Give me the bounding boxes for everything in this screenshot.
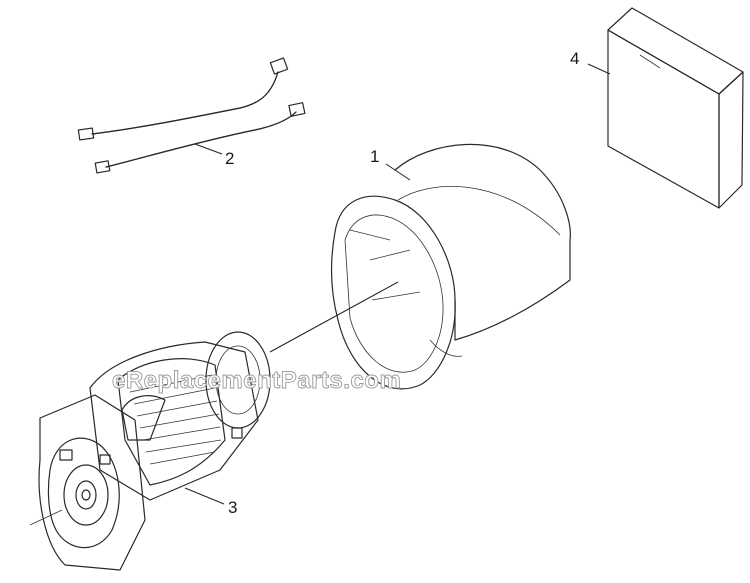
callout-1-label: 1 [370, 147, 379, 166]
callout-3-label: 3 [228, 498, 237, 517]
callout-3-leader [184, 487, 225, 505]
callout-2-leader [194, 143, 223, 155]
assembly-axis-line [269, 281, 399, 353]
part-3-motor[interactable] [29, 331, 271, 571]
part-2-wire-leads[interactable] [77, 57, 306, 174]
watermark-text: eReplacementParts.com [112, 367, 401, 394]
callout-4-label: 4 [570, 49, 579, 68]
callout-4-leader [587, 63, 611, 75]
part-1-shroud[interactable] [330, 143, 571, 390]
callout-2-label: 2 [225, 149, 234, 168]
part-4-pad[interactable] [607, 7, 744, 209]
callout-1-leader [385, 163, 411, 181]
